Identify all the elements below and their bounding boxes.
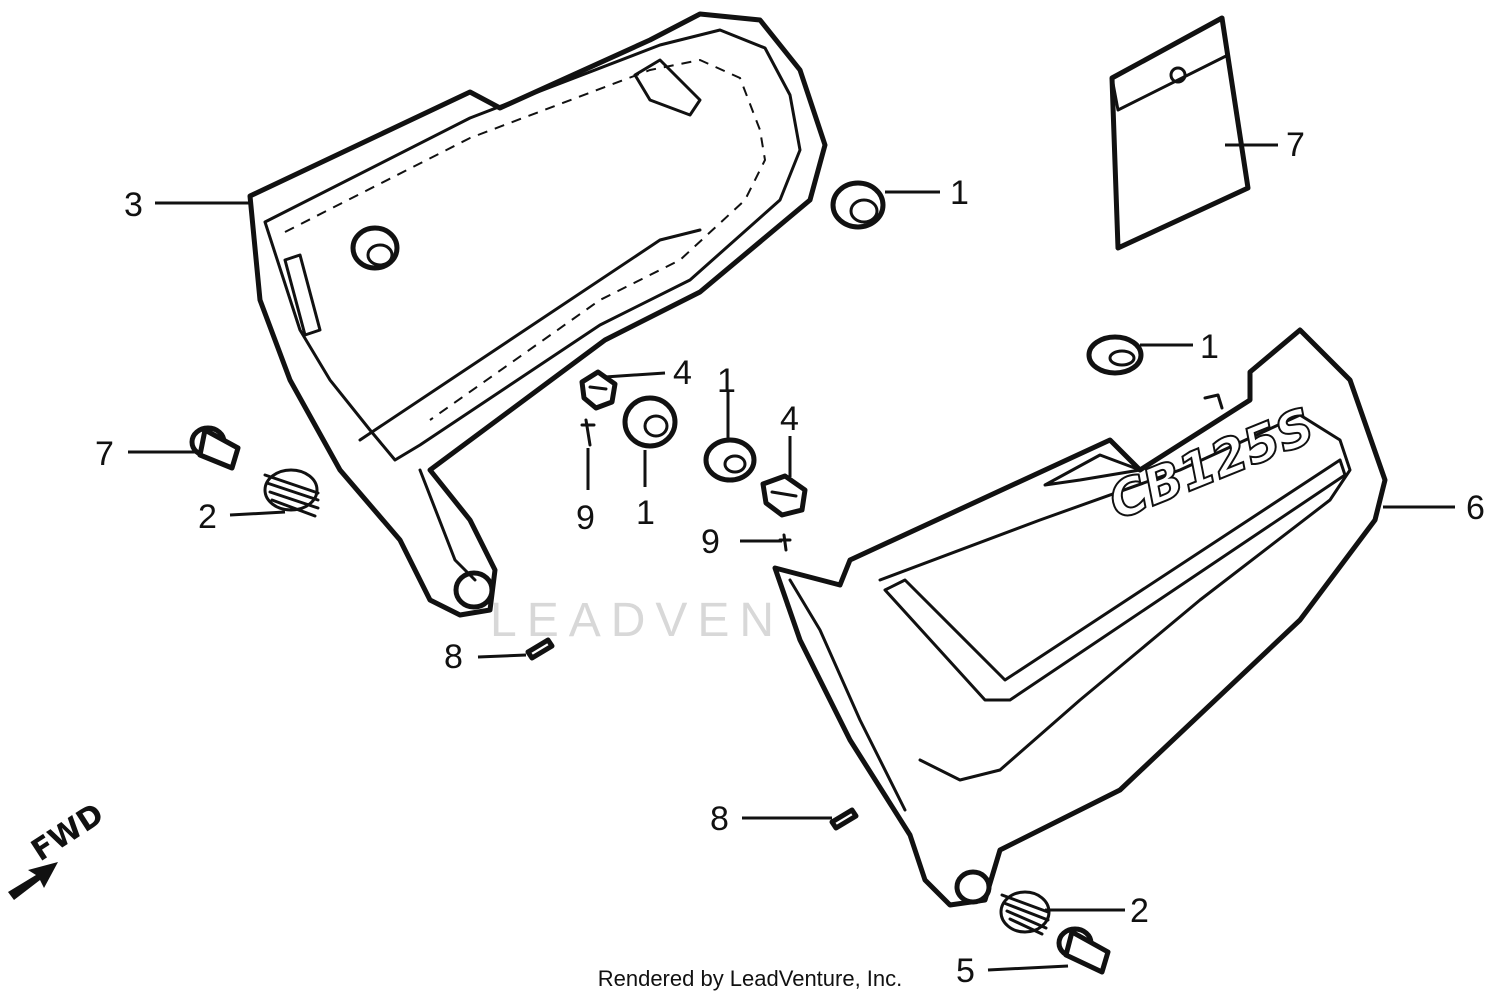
- grommet-right-cover-part: [1086, 334, 1144, 376]
- grommet-center-right-part: [703, 437, 757, 483]
- grommet-upper-part: [830, 180, 886, 230]
- pin-right-part: [829, 807, 859, 831]
- clip-left-part: [579, 369, 618, 411]
- callout-8-right: 8: [710, 800, 729, 838]
- callout-4-right: 4: [780, 400, 799, 438]
- right-side-cover-part: CB125S: [772, 327, 1388, 908]
- grommet-center-left-part: [622, 395, 678, 449]
- callout-7-right: 5: [956, 952, 975, 990]
- document-pouch-part: [1109, 15, 1251, 251]
- callout-6: 7: [1286, 126, 1305, 164]
- spring-right-part: [999, 890, 1051, 936]
- clip-right-part: [760, 473, 808, 518]
- bolt-left-part: [189, 425, 241, 471]
- callout-7-left: 7: [95, 435, 114, 473]
- callout-1-right: 1: [1200, 328, 1219, 366]
- callout-9-left: 9: [576, 499, 595, 537]
- callout-1-center-right: 1: [717, 362, 736, 400]
- left-side-cover-part: [247, 11, 828, 618]
- callout-1-upper: 1: [950, 174, 969, 212]
- callout-2-left: 2: [198, 498, 217, 536]
- callout-3: 3: [124, 186, 143, 224]
- callout-9-right: 9: [701, 523, 720, 561]
- fwd-arrow: FWD: [8, 797, 110, 900]
- screw-left-part: [580, 418, 596, 447]
- callout-2-right: 2: [1130, 892, 1149, 930]
- fwd-label: FWD: [25, 797, 110, 869]
- callout-5: 6: [1466, 489, 1485, 527]
- rendered-by-credit: Rendered by LeadVenture, Inc.: [597, 966, 903, 991]
- callout-4-left: 4: [673, 354, 692, 392]
- pin-left-part: [525, 637, 555, 661]
- leader-lines: [128, 143, 1455, 972]
- spring-left-part: [263, 468, 320, 518]
- bolt-right-part: [1056, 926, 1111, 975]
- callout-8-left: 8: [444, 638, 463, 676]
- callout-1-center-left: 1: [636, 494, 655, 532]
